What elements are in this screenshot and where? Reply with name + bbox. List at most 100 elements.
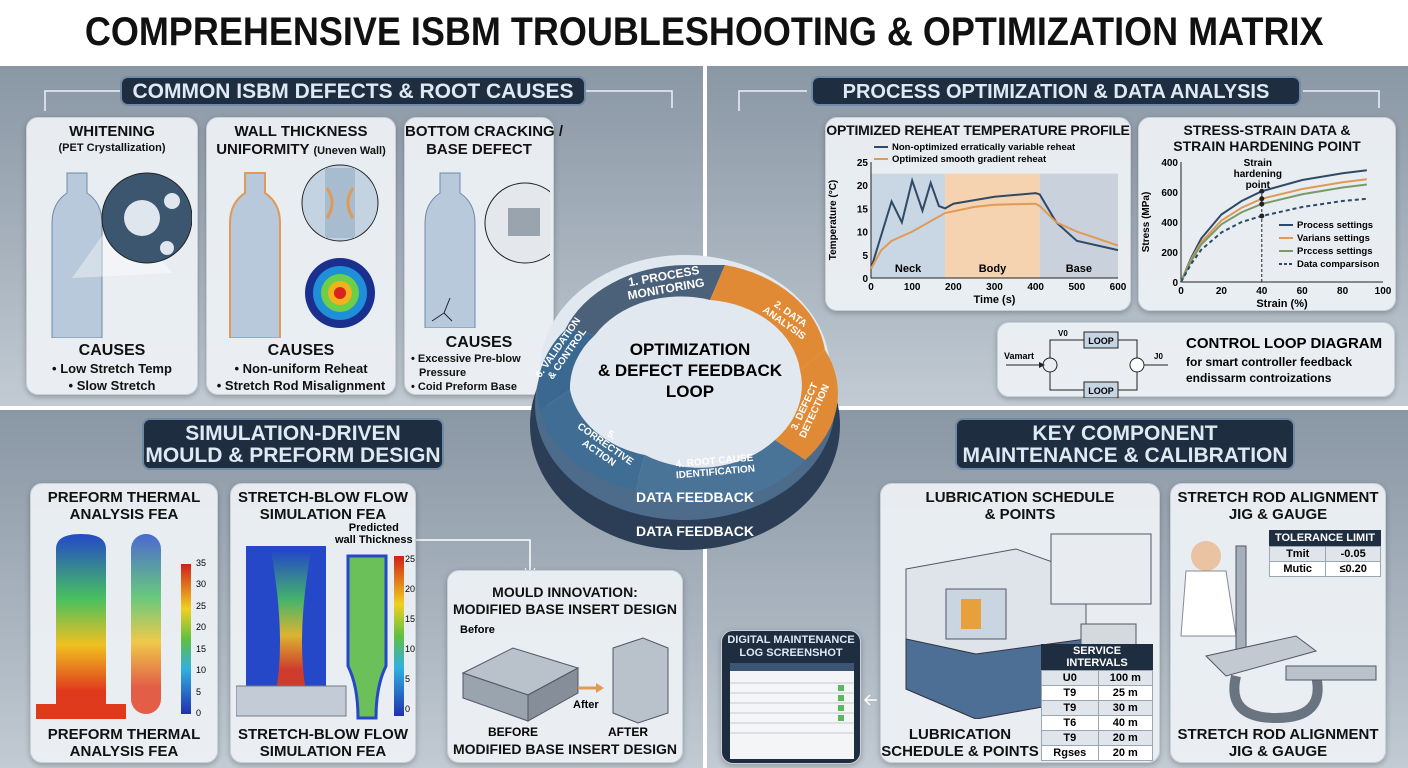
x-tick-label: 0 [1178, 286, 1184, 297]
card-subtitle: (Uneven Wall) [313, 145, 386, 157]
scale-label: 35 [196, 558, 207, 568]
card-title: LUBRICATION SCHEDULE [925, 489, 1115, 506]
chart-title: STRESS-STRAIN DATA & [1183, 122, 1351, 138]
maintenance-log-screenshot [730, 663, 854, 759]
stress-strain-chart-card: STRESS-STRAIN DATA & STRAIN HARDENING PO… [1138, 117, 1396, 311]
loop-box [1083, 381, 1119, 398]
scale-label: 5 [405, 674, 411, 684]
reheat-chart-card: OPTIMIZED REHEAT TEMPERATURE PROFILE Nec… [825, 117, 1131, 311]
card-caption: SCHEDULE & POINTS [881, 743, 1039, 760]
card-caption: JIG & GAUGE [1228, 743, 1328, 760]
card-caption: MODIFIED BASE INSERT DESIGN [452, 741, 678, 757]
series-line [1180, 169, 1367, 283]
loop-center-title: & DEFECT FEEDBACK [598, 361, 783, 380]
legend-label: Data comparsison [1297, 259, 1380, 270]
cause-item: • Coid Preform Base [411, 381, 517, 393]
causes-label: CAUSES [78, 342, 146, 359]
header-line: MOULD & PREFORM DESIGN [145, 444, 441, 468]
x-tick-label: 100 [904, 282, 921, 293]
x-tick-label: 60 [1297, 286, 1309, 297]
tolerance-title: TOLERANCE LIMIT [1269, 530, 1381, 546]
process-panel: PROCESS OPTIMIZATION & DATA ANALYSIS OPT… [707, 66, 1408, 406]
x-tick-label: 100 [1375, 286, 1392, 297]
x-tick-label: 40 [1256, 286, 1268, 297]
x-tick-label: 400 [1027, 282, 1044, 293]
table-cell: 100 m [1097, 670, 1154, 686]
stretch-rod-card: STRETCH ROD ALIGNMENT JIG & GAUGE TOLERA… [1170, 483, 1386, 763]
header-line: SIMULATION-DRIVEN [185, 422, 401, 445]
causes-label: CAUSES [445, 334, 513, 351]
bottle-wall-icon [229, 164, 379, 338]
scale-label: 10 [196, 665, 207, 676]
region-label: Neck [895, 263, 922, 275]
y-axis-label: Temperature (°C) [828, 180, 839, 261]
preform-thermal-plot [36, 534, 191, 719]
card-title: WALL THICKNESS [234, 123, 368, 140]
bottle-crystal-icon [51, 172, 192, 338]
table-cell: 20 m [1097, 730, 1154, 746]
base-insert-illustration [461, 637, 669, 724]
legend-label: Prccess settings [1297, 246, 1373, 257]
card-title-line2: ANALYSIS FEA [69, 506, 179, 523]
card-title: WHITENING [69, 123, 155, 140]
card-title-line2: MODIFIED BASE INSERT DESIGN [452, 601, 678, 617]
flow-simulation-plot [236, 546, 404, 720]
lubrication-schedule-table [1050, 533, 1152, 605]
log-title-line2: LOG SCREENSHOT [739, 647, 843, 659]
whitening-card: WHITENING (PET Crystallization) CAUSES •… [26, 117, 198, 395]
scale-label: 20 [196, 622, 207, 633]
cause-item: • Excessive Pre-blow [411, 353, 521, 365]
card-caption: ANALYSIS FEA [69, 743, 179, 760]
v0-label: V0 [1058, 329, 1068, 338]
card-title-line2: BASE DEFECT [426, 141, 532, 158]
hardening-point [1259, 213, 1265, 219]
wall-thickness-card: WALL THICKNESS UNIFORMITY (Uneven Wall) … [206, 117, 396, 395]
header-line: KEY COMPONENT [1032, 422, 1218, 445]
table-cell: -0.05 [1325, 546, 1381, 562]
header-line: MAINTENANCE & CALIBRATION [962, 444, 1288, 468]
x-tick-label: 200 [945, 282, 962, 293]
legend-label: Optimized smooth gradient reheat [892, 154, 1047, 165]
data-feedback-label: DATA FEEDBACK [636, 489, 754, 505]
x-tick-label: 80 [1337, 286, 1349, 297]
oscillator-icon [1042, 357, 1058, 373]
output-label: J0 [1154, 352, 1163, 361]
cause-item: Pressure [419, 367, 467, 379]
alignment-jig-illustration [1180, 541, 1377, 724]
control-loop-desc: endissarm controizations [1186, 371, 1332, 385]
loop-center-title: OPTIMIZATION [630, 340, 751, 359]
x-axis-label: Strain (%) [1256, 298, 1308, 310]
after-caption: AFTER [608, 725, 648, 739]
legend-label: Non-optimized erratically variable rehea… [892, 142, 1076, 153]
scale-label: 5 [196, 686, 202, 697]
scale-label: 25 [196, 600, 207, 611]
scale-label: 20 [405, 584, 416, 594]
before-caption: BEFORE [488, 725, 539, 739]
defects-header: COMMON ISBM DEFECTS & ROOT CAUSES [120, 76, 586, 106]
card-title: MOULD INNOVATION: [492, 584, 638, 600]
cause-item: • Non-uniform Reheat [234, 361, 368, 376]
table-cell: T9 [1041, 685, 1099, 701]
loop-box-label: LOOP [1088, 336, 1114, 346]
card-title: STRETCH-BLOW FLOW [238, 489, 408, 506]
step-2-arrow [710, 265, 825, 370]
feedback-loop: OPTIMIZATION & DEFECT FEEDBACK LOOP DATA… [525, 240, 845, 560]
card-title-line2: JIG & GAUGE [1228, 506, 1328, 523]
scale-label: 0 [196, 708, 202, 718]
series-line [870, 177, 1119, 270]
table-cell: ≤0.20 [1325, 561, 1381, 577]
flow-fea-card: STRETCH-BLOW FLOW SIMULATION FEA Predict… [230, 483, 416, 763]
